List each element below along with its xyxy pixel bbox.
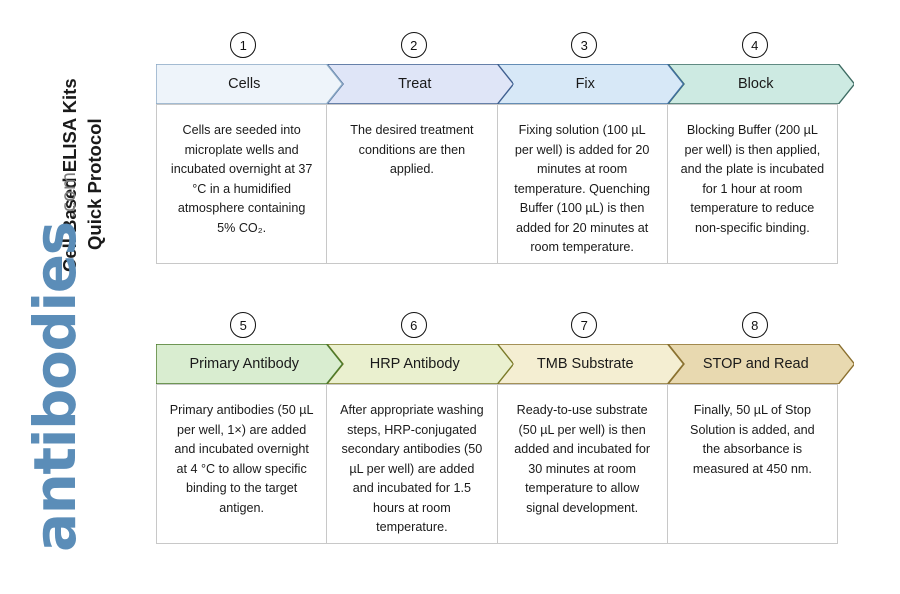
step-header-2[interactable]: Treat [326, 64, 513, 104]
step-body-text: Blocking Buffer (200 µL per well) is the… [680, 123, 825, 235]
step-number-badge-5: 5 [230, 312, 257, 338]
step-header-3[interactable]: Fix [497, 64, 684, 104]
step-number-badge-7: 7 [571, 312, 598, 338]
step-header-4[interactable]: Block [667, 64, 854, 104]
step-number-badge-4: 4 [741, 32, 768, 58]
step-header-chevron-shape [497, 344, 684, 384]
step-header-label: Cells [228, 76, 261, 92]
step-body-cell-1: Cells are seeded into microplate wells a… [157, 105, 328, 263]
step-header-label: Treat [398, 76, 432, 92]
step-header-1[interactable]: Cells [156, 64, 343, 104]
step-header-5[interactable]: Primary Antibody [156, 344, 343, 384]
step-header-7[interactable]: TMB Substrate [497, 344, 684, 384]
step-number-badge-3: 3 [571, 32, 598, 58]
step-header-chevron-shape [667, 64, 854, 104]
step-header-8[interactable]: STOP and Read [667, 344, 854, 384]
step-header-label: Primary Antibody [189, 356, 300, 372]
step-body-strip: Primary antibodies (50 µL per well, 1×) … [156, 384, 838, 544]
step-header-label: STOP and Read [702, 356, 809, 372]
step-body-cell-6: After appropriate washing steps, HRP-con… [327, 385, 498, 543]
brand-logo-wordmark: antibodies [21, 222, 89, 552]
step-body-text: Ready-to-use substrate (50 µL per well) … [514, 403, 651, 515]
step-body-cell-2: The desired treatment conditions are the… [327, 105, 498, 263]
step-body-text: Primary antibodies (50 µL per well, 1×) … [169, 403, 314, 515]
step-header-6[interactable]: HRP Antibody [326, 344, 513, 384]
brand-logo: antibodies .com [20, 172, 140, 580]
step-body-cell-8: Finally, 50 µL of Stop Solution is added… [668, 385, 837, 543]
step-header-label: Fix [575, 76, 595, 92]
step-header-chevron-shape [326, 344, 513, 384]
step-number-strip: 5 6 7 8 [156, 312, 838, 344]
step-header-chevron-shape [497, 64, 684, 104]
step-number-strip: 1 2 3 4 [156, 32, 838, 64]
step-number-badge-8: 8 [741, 312, 768, 338]
step-header-chevron-shape [156, 344, 343, 384]
step-body-cell-5: Primary antibodies (50 µL per well, 1×) … [157, 385, 328, 543]
step-header-label: TMB Substrate [536, 356, 634, 372]
step-number-badge-2: 2 [400, 32, 427, 58]
step-body-text: Cells are seeded into microplate wells a… [170, 123, 313, 235]
brand-logo-tld: .com [58, 171, 80, 219]
step-header-chevron-shape [156, 64, 343, 104]
step-body-cell-7: Ready-to-use substrate (50 µL per well) … [498, 385, 668, 543]
step-body-text: Fixing solution (100 µL per well) is add… [514, 123, 651, 255]
step-body-text: The desired treatment conditions are the… [350, 123, 474, 177]
step-number-badge-1: 1 [230, 32, 257, 58]
step-body-text: Finally, 50 µL of Stop Solution is added… [690, 403, 815, 476]
step-number-badge-6: 6 [400, 312, 427, 338]
step-header-chevron-shape [667, 344, 854, 384]
step-body-cell-4: Blocking Buffer (200 µL per well) is the… [668, 105, 837, 263]
step-header-strip: Cells Treat Fix Block [156, 64, 854, 104]
step-header-strip: Primary Antibody HRP Antibody TMB Substrat… [156, 344, 854, 384]
step-header-chevron-shape [326, 64, 513, 104]
step-body-text: After appropriate washing steps, HRP-con… [340, 403, 484, 535]
step-body-strip: Cells are seeded into microplate wells a… [156, 104, 838, 264]
step-header-label: HRP Antibody [369, 356, 460, 372]
step-header-label: Block [738, 76, 774, 92]
step-body-cell-3: Fixing solution (100 µL per well) is add… [498, 105, 668, 263]
